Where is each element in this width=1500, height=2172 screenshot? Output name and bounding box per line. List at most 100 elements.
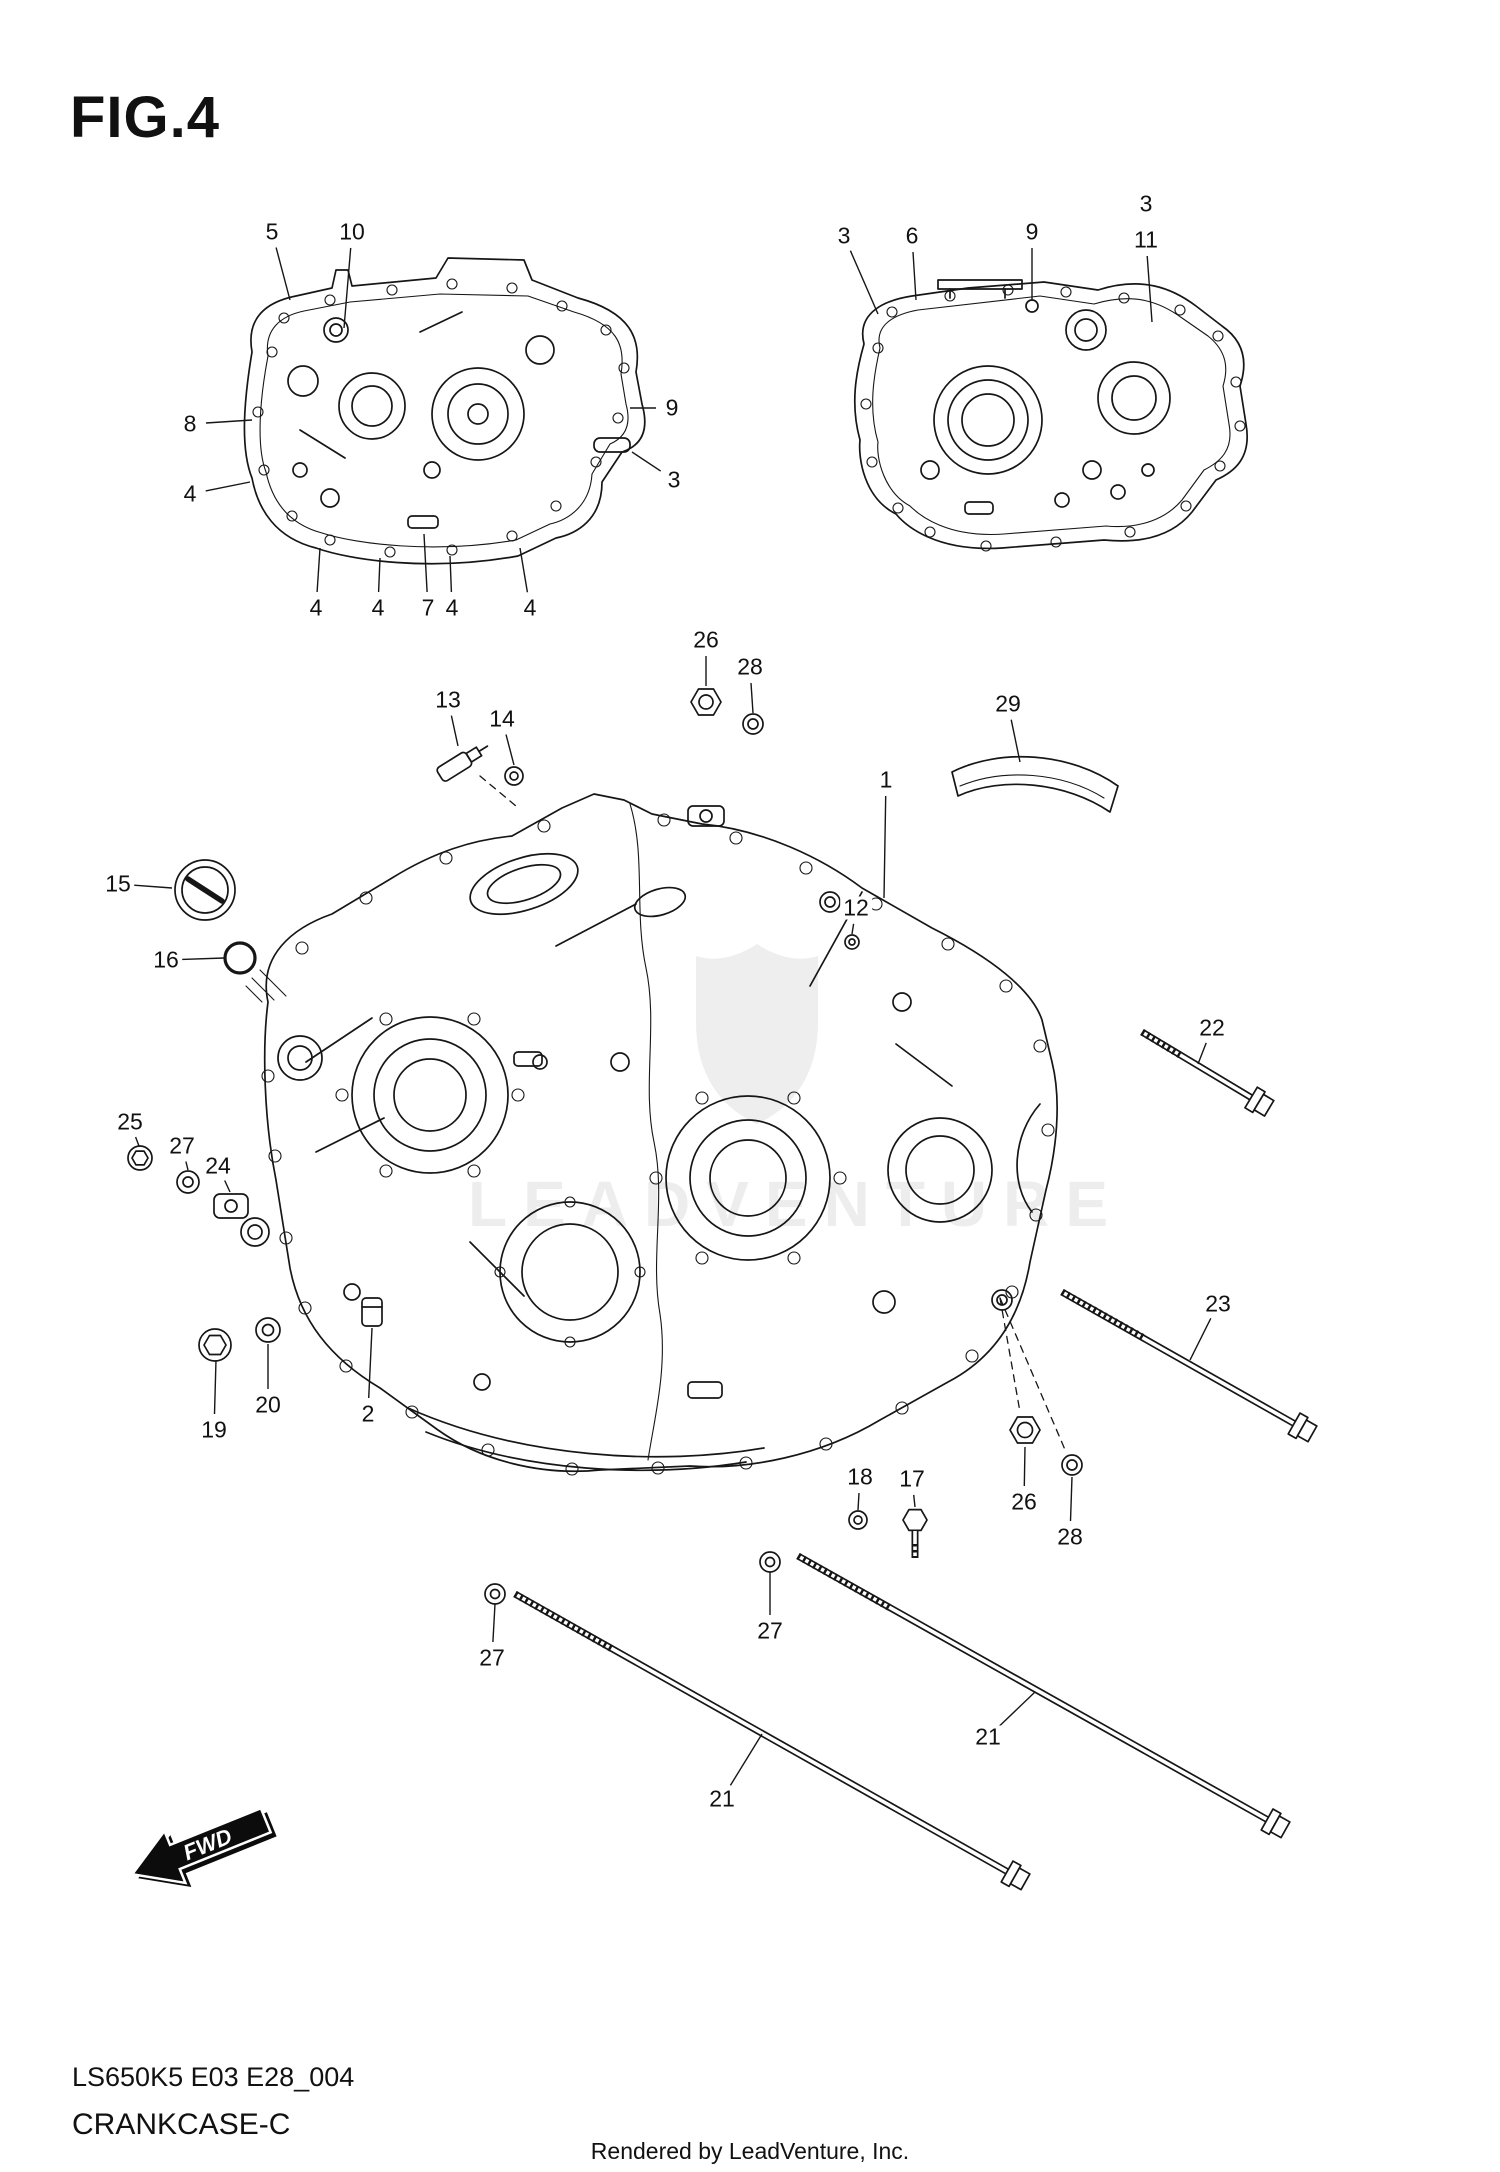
leader-line-24	[224, 1180, 231, 1193]
breather-cover-29	[951, 755, 1119, 813]
callout-21: 21	[972, 1725, 1004, 1749]
callout-17: 17	[896, 1467, 928, 1491]
leader-line-8	[205, 419, 253, 424]
leader-line-28	[750, 682, 754, 714]
callout-8: 8	[180, 412, 200, 436]
callout-2: 2	[358, 1402, 378, 1426]
callout-26: 26	[1008, 1490, 1040, 1514]
washer-20	[255, 1317, 281, 1343]
washer-28-top	[742, 713, 764, 735]
leader-line-4	[377, 557, 381, 593]
leader-line-18	[857, 1492, 860, 1511]
callout-1: 1	[876, 768, 896, 792]
leader-line-10	[343, 247, 352, 329]
leader-line-2	[368, 1327, 373, 1399]
callout-25: 25	[114, 1110, 146, 1134]
leader-line-23	[1189, 1317, 1212, 1361]
callout-21: 21	[706, 1787, 738, 1811]
callout-4: 4	[180, 482, 200, 506]
callout-9: 9	[1022, 220, 1042, 244]
leader-line-1	[883, 795, 887, 899]
footer-credit: Rendered by LeadVenture, Inc.	[590, 2138, 910, 2164]
callout-20: 20	[252, 1393, 284, 1417]
bolt-23	[1060, 1288, 1318, 1443]
leader-line-13	[450, 715, 459, 747]
callout-3: 3	[834, 224, 854, 248]
leader-line-4	[205, 481, 251, 492]
callout-4: 4	[306, 596, 326, 620]
callout-14: 14	[486, 707, 518, 731]
bolt-17	[902, 1508, 928, 1558]
filler-cap-15	[174, 859, 236, 921]
leader-line-17	[913, 1494, 916, 1508]
callout-7: 7	[418, 596, 438, 620]
washer-27-left	[176, 1170, 200, 1194]
washer-27-mid	[759, 1551, 781, 1573]
leader-line-21	[729, 1733, 763, 1786]
leader-line-4	[519, 547, 529, 593]
callout-10: 10	[336, 220, 368, 244]
leader-line-4	[316, 547, 321, 593]
callout-12: 12	[840, 896, 872, 920]
callout-11: 11	[1131, 228, 1161, 252]
callout-4: 4	[368, 596, 388, 620]
part-name-title: CRANKCASE-C	[72, 2108, 291, 2141]
callout-29: 29	[992, 692, 1024, 716]
washer-27-low	[484, 1583, 506, 1605]
leader-line-27	[185, 1161, 189, 1171]
callout-27: 27	[754, 1619, 786, 1643]
callout-3: 3	[1136, 192, 1156, 216]
callout-28: 28	[734, 655, 766, 679]
leader-line-11	[1146, 255, 1153, 323]
bolt-21-upper	[796, 1552, 1291, 1839]
washer-28-bottom	[1061, 1454, 1083, 1476]
nut-26-top	[690, 688, 722, 716]
leader-line-16	[181, 957, 225, 961]
leader-line-19	[213, 1359, 217, 1415]
union-24	[213, 1193, 249, 1219]
leader-line-3	[849, 250, 879, 315]
fwd-arrow: FWD	[130, 1806, 277, 1888]
callout-4: 4	[520, 596, 540, 620]
dowel-2	[361, 1297, 383, 1327]
leader-line-7	[423, 533, 428, 593]
leader-line-4	[449, 555, 453, 593]
callout-19: 19	[198, 1418, 230, 1442]
leader-line-5	[275, 247, 291, 301]
crankcase-right-half-view	[853, 279, 1248, 552]
callout-27: 27	[166, 1134, 198, 1158]
part-code: LS650K5 E03 E28_004	[72, 2062, 355, 2092]
callout-22: 22	[1196, 1016, 1228, 1040]
leader-line-27	[492, 1603, 496, 1643]
crankcase-left-half-view	[243, 257, 646, 565]
callout-16: 16	[150, 948, 182, 972]
callout-15: 15	[102, 872, 134, 896]
plug-25	[127, 1145, 153, 1171]
leader-line-22	[1197, 1042, 1207, 1065]
leadventure-shield-watermark	[696, 944, 818, 1124]
leader-lines	[133, 247, 1212, 1786]
nut-26-bottom	[1009, 1416, 1041, 1444]
callout-4: 4	[442, 596, 462, 620]
callout-24: 24	[202, 1154, 234, 1178]
callout-3: 3	[664, 468, 684, 492]
plug-19	[198, 1328, 232, 1362]
callout-9: 9	[662, 396, 682, 420]
callout-27: 27	[476, 1646, 508, 1670]
washer-18	[848, 1510, 868, 1530]
leader-line-12	[851, 923, 855, 935]
leader-line-14	[505, 734, 515, 766]
leader-line-25	[134, 1136, 140, 1147]
leader-line-21	[999, 1691, 1036, 1727]
leader-line-26	[1023, 1446, 1026, 1487]
leader-line-6	[912, 251, 917, 301]
callout-26: 26	[690, 628, 722, 652]
figure-title: FIG.4	[70, 85, 221, 150]
o-ring-16	[223, 941, 257, 975]
callout-13: 13	[432, 688, 464, 712]
callout-18: 18	[844, 1465, 876, 1489]
switch-13	[436, 745, 489, 782]
crankcase-assembly-view	[240, 775, 1067, 1476]
